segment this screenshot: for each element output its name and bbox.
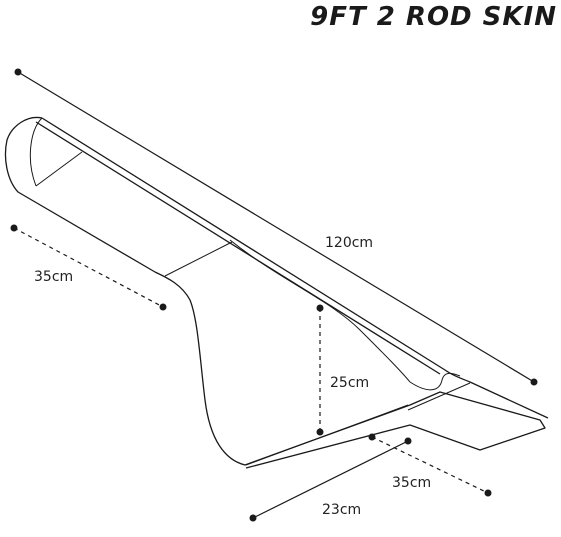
endpoint-dot: [10, 224, 18, 232]
panel-seam-4: [407, 382, 471, 411]
dimension-120cm: 120cm: [14, 68, 538, 386]
endpoint-dot: [14, 68, 22, 76]
endpoint-dot: [159, 303, 167, 311]
end-cap-curve: [29, 117, 43, 187]
endpoint-dot: [404, 437, 412, 445]
dimension-label: 35cm: [34, 269, 73, 285]
dimension-line: [371, 436, 489, 494]
rod-skin-outline: [4, 116, 549, 469]
dimension-35cm-right: 35cm: [368, 433, 492, 497]
dimension-line: [252, 440, 409, 519]
dimension-label: 120cm: [325, 235, 373, 251]
dimension-line: [17, 71, 535, 383]
bag-top-edge: [41, 117, 549, 419]
panel-seam-3: [245, 404, 409, 466]
reel-pocket-curve: [229, 239, 411, 383]
dimension-label: 35cm: [392, 475, 431, 491]
endpoint-dot: [316, 428, 324, 436]
dimension-35cm-left: 35cm: [10, 224, 167, 311]
bag-top-edge-inner: [35, 121, 441, 375]
dimension-line: [13, 227, 164, 308]
bag-body: [4, 116, 546, 469]
dimension-25cm: 25cm: [316, 304, 369, 436]
endpoint-dot: [249, 514, 257, 522]
dimension-23cm: 23cm: [249, 437, 412, 522]
endpoint-dot: [368, 433, 376, 441]
endpoint-dot: [530, 378, 538, 386]
diagram-title: 9FT 2 ROD SKIN: [310, 2, 557, 32]
dimension-label: 23cm: [322, 502, 361, 518]
panel-seam-1: [35, 151, 83, 187]
endpoint-dot: [316, 304, 324, 312]
reel-pocket-lip: [409, 372, 461, 391]
dimension-label: 25cm: [330, 375, 369, 391]
panel-seam-2: [164, 241, 233, 277]
endpoint-dot: [484, 489, 492, 497]
